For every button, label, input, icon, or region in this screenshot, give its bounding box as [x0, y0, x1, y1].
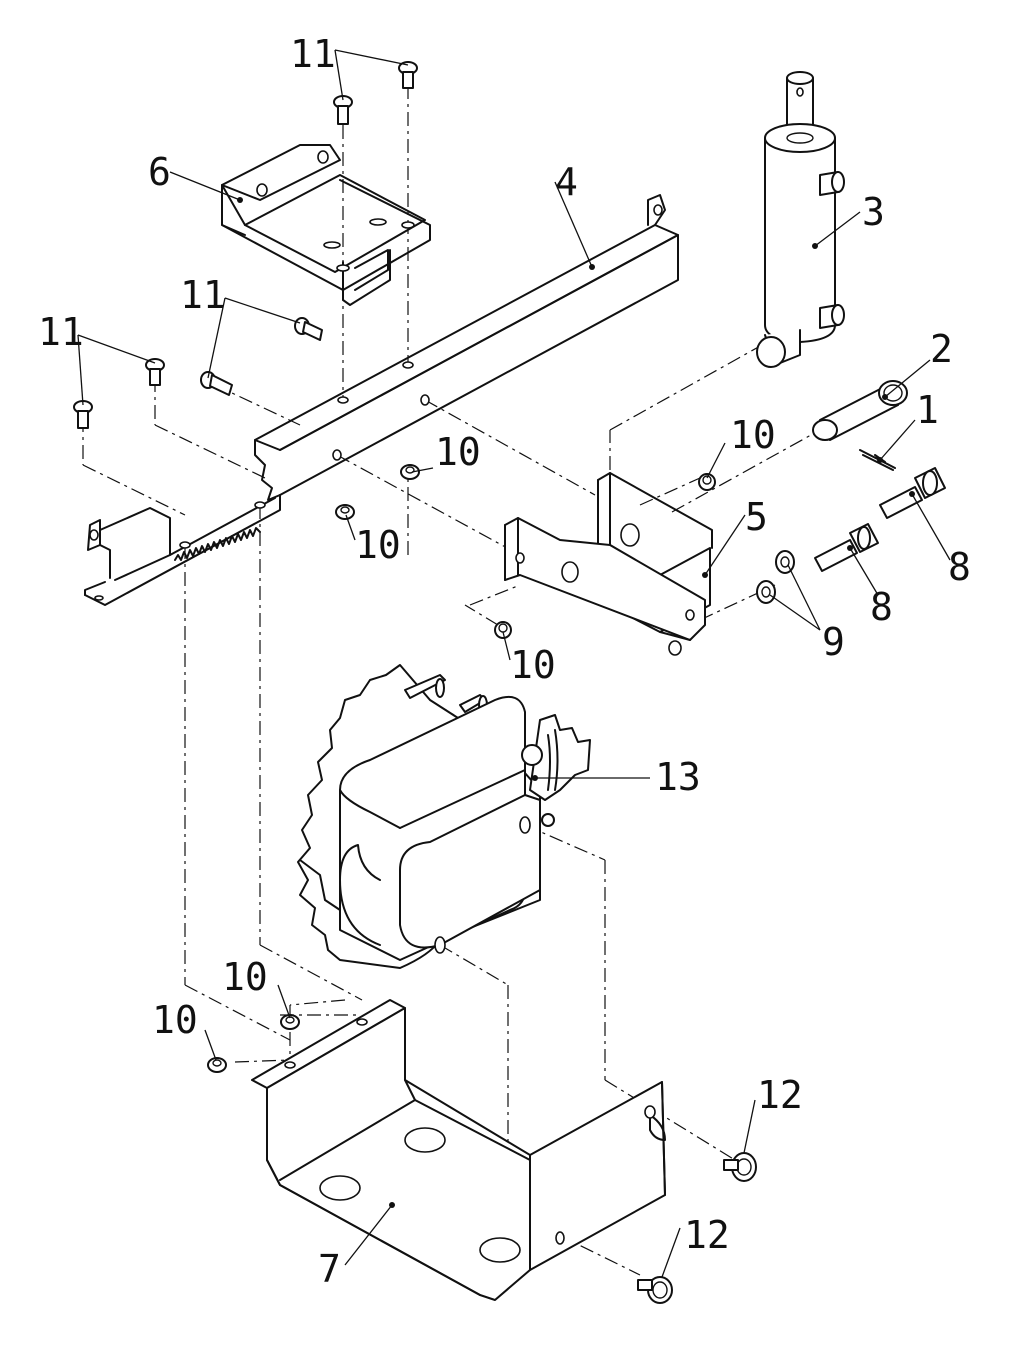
- callout-10-bracket: 10: [510, 643, 556, 687]
- callout-12-upper: 12: [757, 1073, 803, 1117]
- callout-10-base-right: 10: [222, 955, 268, 999]
- part-13-motor-housing: [297, 664, 591, 969]
- callout-11-mid: 11: [180, 273, 226, 317]
- part-11-bolts: [73, 61, 418, 429]
- callout-2: 2: [930, 327, 953, 371]
- nut-2: [335, 504, 355, 520]
- bolt-12a: [723, 1152, 757, 1182]
- callout-12-lower: 12: [684, 1213, 730, 1257]
- callouts: 11 6 4 3 11 11 2 1 10 10 5 10 8 8 9 10 1…: [38, 32, 971, 1291]
- callout-9: 9: [822, 620, 845, 664]
- part-5-cylinder-bracket: [504, 472, 713, 656]
- bolt-b: [333, 95, 353, 125]
- part-2-pin: [812, 380, 908, 441]
- callout-10-rail: 10: [435, 430, 481, 474]
- bolt-e: [145, 358, 165, 386]
- callout-10-rail-below: 10: [355, 523, 401, 567]
- callout-8-right: 8: [948, 545, 971, 589]
- part-6-mount-bracket: [221, 144, 431, 306]
- bolt-f: [73, 400, 93, 429]
- callout-10-base-left: 10: [152, 998, 198, 1042]
- callout-10-upper-right: 10: [730, 413, 776, 457]
- part-10-nuts: [207, 464, 716, 1073]
- bolt-c: [294, 317, 323, 341]
- callout-1: 1: [916, 388, 939, 432]
- callout-11-left: 11: [38, 310, 84, 354]
- nut-3: [698, 473, 716, 491]
- bolt-12b: [637, 1276, 673, 1304]
- bolt-d: [200, 371, 233, 396]
- leader-lines: [77, 49, 951, 1278]
- part-12-bolts: [637, 1152, 757, 1304]
- callout-5: 5: [745, 495, 768, 539]
- callout-3: 3: [862, 190, 885, 234]
- nut-4: [494, 621, 512, 639]
- nut-6: [207, 1057, 227, 1073]
- part-9-washers: [756, 550, 795, 604]
- callout-13: 13: [655, 755, 701, 799]
- part-4-channel-rail: [84, 194, 679, 606]
- part-7-base-bracket: [251, 999, 666, 1301]
- callout-8-left: 8: [870, 585, 893, 629]
- callout-7: 7: [318, 1247, 341, 1291]
- callout-11-top: 11: [290, 32, 336, 76]
- part-8-bolts: [814, 467, 946, 572]
- assembly-center-lines: [82, 85, 821, 1276]
- bolt-a: [398, 61, 418, 89]
- nut-1: [400, 464, 420, 480]
- part-3-cylinder: [756, 71, 845, 368]
- callout-6: 6: [148, 150, 171, 194]
- callout-4: 4: [555, 160, 578, 204]
